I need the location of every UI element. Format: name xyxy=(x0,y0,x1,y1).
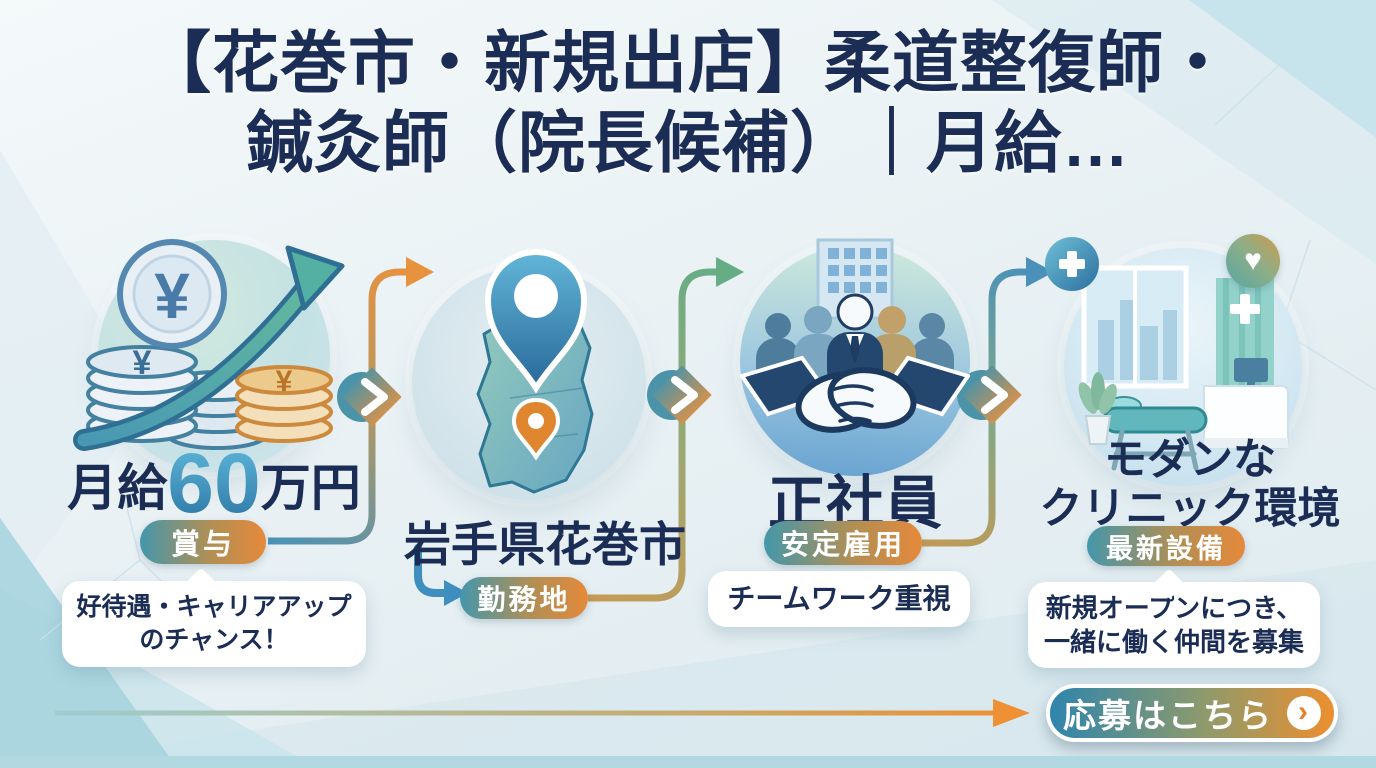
cta-flow-arrow xyxy=(55,699,1030,727)
yen-icon: ¥ xyxy=(154,260,190,332)
bottom-strip xyxy=(0,756,1376,768)
apply-button[interactable]: 応募はこちら › xyxy=(1046,684,1338,742)
employment-note-box: チームワーク重視 xyxy=(708,571,970,627)
page-title: 【花巻市・新規出店】柔道整復師・ 鍼灸師（院長候補）｜月給… xyxy=(0,24,1376,185)
location-badge: 勤務地 xyxy=(460,577,588,619)
page-title-line1: 【花巻市・新規出店】柔道整復師・ xyxy=(144,26,1232,101)
employment-badge: 安定雇用 xyxy=(764,521,922,565)
clinic-label-line1: モダンな xyxy=(1104,436,1276,484)
page-title-line2: 鍼灸師（院長候補）｜月給… xyxy=(246,106,1130,182)
salary-note-box: 好待遇・キャリアアップ のチャンス！ xyxy=(62,581,366,667)
bonus-badge: 賞与 xyxy=(140,520,266,564)
handshake-icon xyxy=(740,238,970,433)
yen-icon: ¥ xyxy=(133,344,152,382)
salary-note-line2: のチャンス！ xyxy=(139,626,289,654)
salary-amount: 60 xyxy=(167,436,261,530)
salary-note-line1: 好待遇・キャリアアップ xyxy=(76,593,352,621)
clinic-note-line2: 一緒に働く仲間を募集 xyxy=(1043,627,1304,657)
salary-prefix: 月給 xyxy=(67,459,168,516)
equipment-badge: 最新設備 xyxy=(1087,526,1245,566)
employment-note-text: チームワーク重視 xyxy=(727,582,951,614)
clinic-note-line1: 新規オープンにつき、 xyxy=(1045,592,1303,623)
map-pin-icon xyxy=(476,249,594,494)
apply-button-label: 応募はこちら xyxy=(1063,697,1273,734)
medical-cross-icon xyxy=(1045,237,1099,291)
location-label: 岩手県花巻市 xyxy=(404,518,686,571)
clinic-note-box: 新規オープンにつき、 一緒に働く仲間を募集 xyxy=(1028,582,1320,668)
heart-icon: ♥ xyxy=(1226,234,1280,288)
clinic-label: モダンな クリニック環境 xyxy=(1030,436,1350,535)
heart-glyph: ♥ xyxy=(1244,244,1262,277)
yen-icon: ¥ xyxy=(276,365,293,398)
chevron-right-icon: › xyxy=(1287,696,1321,730)
salary-suffix: 万円 xyxy=(260,459,361,516)
clinic-label-line2: クリニック環境 xyxy=(1039,485,1341,534)
